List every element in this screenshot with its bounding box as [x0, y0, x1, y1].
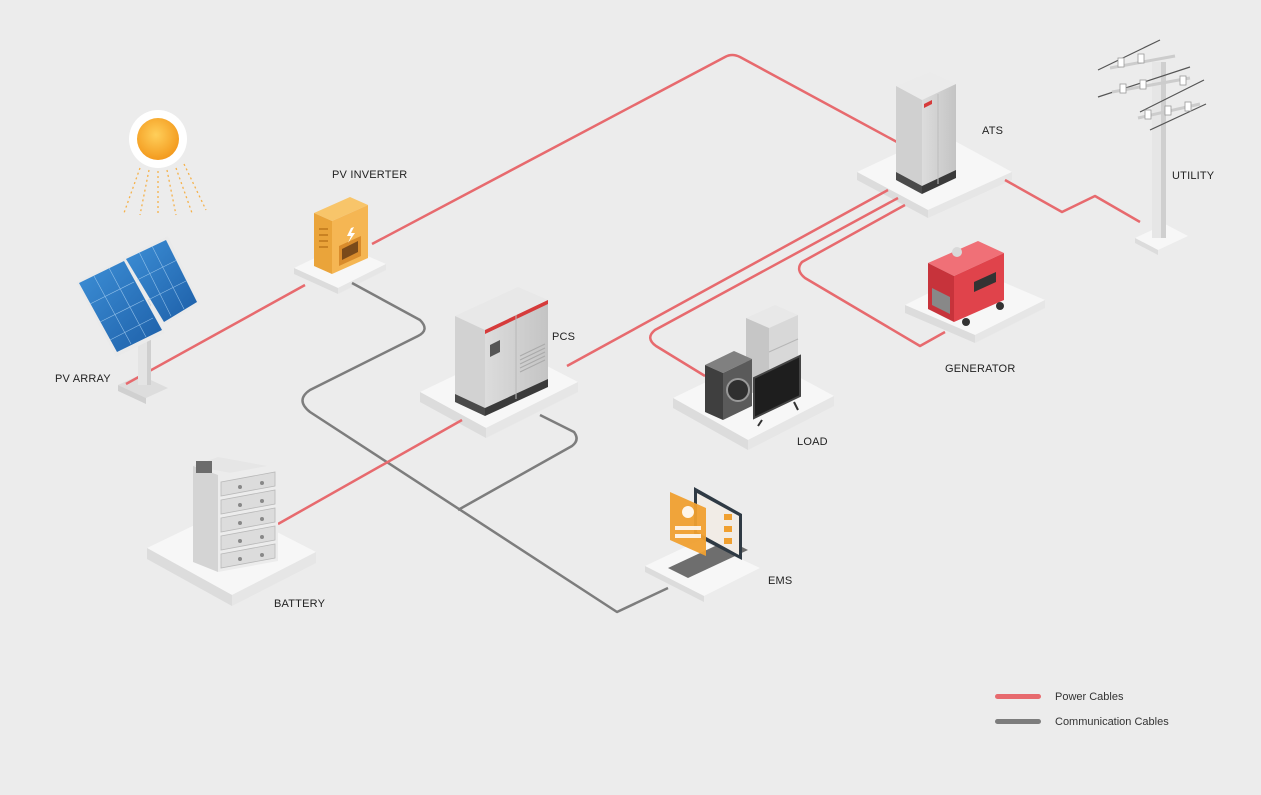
- power-cable-pvarray-inverter: [125, 283, 306, 386]
- pv-inverter-icon: [314, 197, 368, 274]
- label-load: LOAD: [797, 436, 828, 448]
- utility-pole-icon: [1097, 39, 1207, 238]
- legend-swatch-power: [995, 694, 1041, 699]
- legend-label-power: Power Cables: [1055, 690, 1124, 703]
- legend-item-power: Power Cables: [995, 684, 1169, 709]
- washing-machine-icon: [705, 351, 752, 420]
- comm-cable-inverter-battery-ems: [301, 281, 669, 614]
- generator-icon: [928, 241, 1004, 326]
- power-cable-ats-load: [649, 196, 899, 378]
- appliances-icon: [705, 305, 801, 427]
- sun-icon: [123, 110, 207, 216]
- pcs-cabinet-icon: [455, 287, 548, 416]
- legend: Power Cables Communication Cables: [995, 684, 1169, 734]
- platforms: [118, 133, 1188, 606]
- legend-item-communication: Communication Cables: [995, 709, 1169, 734]
- power-cable-inverter-ats: [371, 53, 909, 246]
- label-pv-array: PV ARRAY: [55, 373, 111, 385]
- label-pcs: PCS: [552, 331, 576, 343]
- label-ats: ATS: [982, 125, 1004, 137]
- communication-cables: [301, 281, 669, 614]
- label-pv-inverter: PV INVERTER: [332, 169, 408, 181]
- legend-label-communication: Communication Cables: [1055, 715, 1169, 728]
- power-cable-ats-utility: [1004, 178, 1141, 224]
- ems-laptop-icon: [668, 487, 748, 578]
- power-cable-ats-generator: [797, 203, 946, 348]
- label-ems: EMS: [768, 575, 793, 587]
- legend-swatch-communication: [995, 719, 1041, 724]
- label-battery: BATTERY: [274, 598, 326, 610]
- power-cables: [125, 53, 1141, 526]
- power-cable-pcs-battery: [277, 418, 463, 526]
- label-generator: GENERATOR: [945, 363, 1016, 375]
- battery-rack-icon: [193, 457, 278, 572]
- solar-panel-icon: [76, 236, 200, 385]
- power-cable-ats-pcs: [566, 188, 889, 368]
- comm-cable-pcs-ems: [457, 413, 578, 512]
- label-utility: UTILITY: [1172, 170, 1215, 182]
- television-icon: [753, 354, 801, 427]
- ats-cabinet-icon: [896, 72, 956, 194]
